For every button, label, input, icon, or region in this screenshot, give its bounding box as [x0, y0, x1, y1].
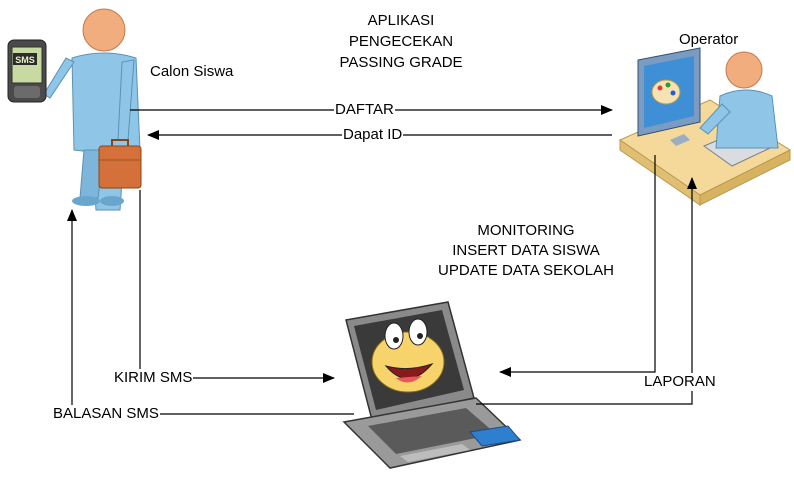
- student-figure: [43, 8, 141, 211]
- operator-figure: [699, 51, 779, 149]
- diagram-title: APLIKASI PENGECEKAN PASSING GRADE: [300, 10, 502, 73]
- reply-sms-label: BALASAN SMS: [52, 405, 160, 423]
- report-line: [476, 177, 697, 405]
- phone-screen-text: SMS: [15, 55, 35, 65]
- get-id-label: Dapat ID: [342, 126, 404, 144]
- laptop-server-icon: [342, 301, 522, 469]
- report-label: LAPORAN: [643, 373, 717, 391]
- task-line: MONITORING: [477, 222, 575, 239]
- operator-monitor-icon: [637, 47, 701, 146]
- task-line: INSERT DATA SISWA: [452, 242, 600, 259]
- title-line: PENGECEKAN: [348, 33, 454, 50]
- task-line: UPDATE DATA SEKOLAH: [438, 262, 614, 279]
- mobile-phone-icon: SMS: [7, 39, 47, 103]
- operator-to-laptop-line: [499, 155, 656, 377]
- briefcase-icon: [98, 139, 142, 189]
- title-line: PASSING GRADE: [339, 54, 463, 71]
- task-list: MONITORING INSERT DATA SISWA UPDATE DATA…: [400, 221, 652, 281]
- operator-label: Operator: [679, 31, 739, 48]
- send-sms-line: [139, 190, 335, 383]
- register-label: DAFTAR: [334, 101, 395, 119]
- student-label: Calon Siswa: [150, 63, 234, 80]
- title-line: APLIKASI: [367, 12, 435, 29]
- send-sms-label: KIRIM SMS: [113, 369, 194, 387]
